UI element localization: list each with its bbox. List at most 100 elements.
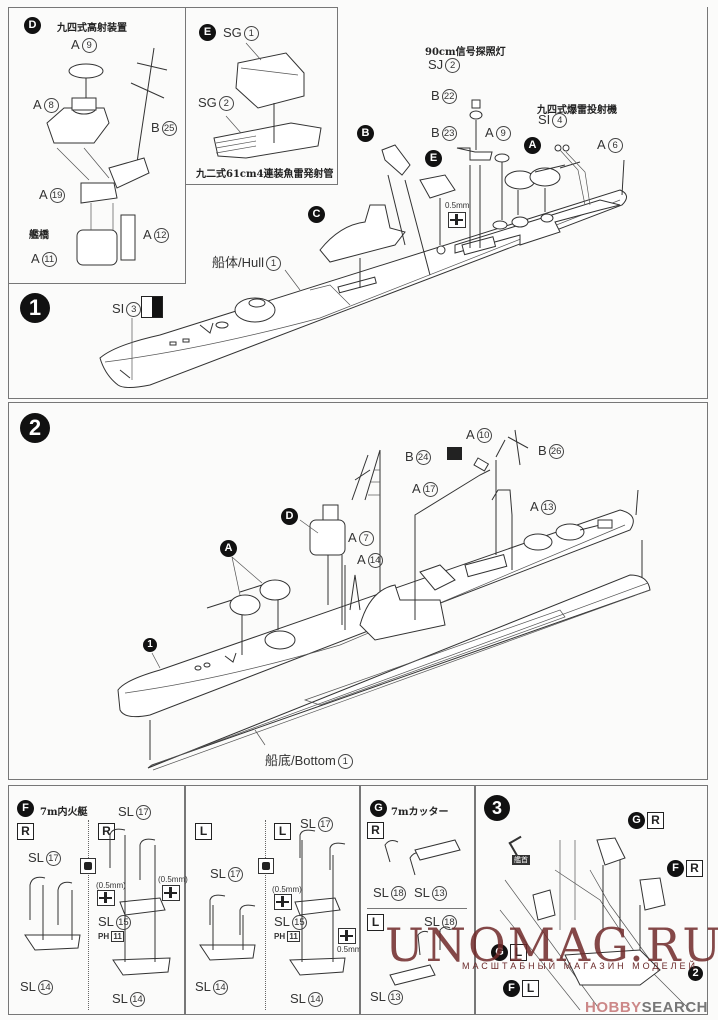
step-2-number: 2	[20, 413, 50, 443]
watermark-subtitle: МАСШТАБНЫЙ МАГАЗИН МОДЕЛЕЙ	[462, 961, 698, 971]
badge-e: E	[199, 24, 216, 41]
divider-g	[367, 908, 467, 909]
panel-f-title: 7m内火艇	[40, 807, 88, 818]
ph-ref-f4: PH 11	[274, 931, 300, 942]
no-glue-icon	[141, 296, 163, 318]
badge-f-step3-r: F	[667, 860, 684, 877]
step-2-panel	[8, 402, 708, 780]
drill-note-f2-right: (0.5mm)	[158, 875, 188, 884]
hobby-search-logo: HOBBYSEARCH	[585, 999, 709, 1016]
drill-icon-f2a	[97, 890, 115, 906]
badge-a-step1: A	[524, 137, 541, 154]
panel-d-title: 九四式高射装置	[57, 23, 127, 34]
searchlight-title: 90cm信号探照灯	[425, 47, 506, 58]
drill-icon-f4a	[274, 894, 292, 910]
panel-e-caption: 九二式61cm4連装魚雷発射管	[196, 169, 334, 180]
badge-d: D	[24, 17, 41, 34]
badge-c-step1: C	[308, 206, 325, 223]
drill-icon-f4b	[338, 928, 356, 944]
bow-tag: 艦首	[512, 855, 530, 865]
side-l-3: L	[195, 823, 212, 840]
flip-icon-f1	[80, 858, 96, 874]
ph-ref-f2: PH 11	[98, 931, 124, 942]
badge-f: F	[17, 800, 34, 817]
drill-note-step1: 0.5mm	[445, 201, 470, 210]
step-ref-1: 1	[143, 638, 157, 652]
side-g-step3-l: L	[510, 944, 527, 961]
flip-icon-f2	[258, 858, 274, 874]
badge-f-step3-l: F	[503, 980, 520, 997]
badge-a-step2: A	[220, 540, 237, 557]
divider-f2	[265, 820, 266, 1010]
side-g-step3-r: R	[647, 812, 664, 829]
badge-g-step3-r: G	[628, 812, 645, 829]
divider-f1	[88, 820, 89, 1010]
badge-d-step2: D	[281, 508, 298, 525]
badge-b-step1: B	[357, 125, 374, 142]
watermark-unomag: UNOMAG.RU	[385, 918, 718, 972]
side-r-g: R	[367, 822, 384, 839]
side-f-step3-r: R	[686, 860, 703, 877]
step-1-panel	[8, 7, 708, 399]
badge-e-step1: E	[425, 150, 442, 167]
side-r-1: R	[17, 823, 34, 840]
drill-note-f4-right: 0.5mm	[337, 945, 362, 954]
side-l-4: L	[274, 823, 291, 840]
drill-icon-f2b	[162, 885, 180, 901]
side-f-step3-l: L	[522, 980, 539, 997]
step-ref-2: 2	[688, 966, 703, 981]
depth-charge-title: 九四式爆雷投射機	[537, 105, 617, 116]
badge-g-step3-l: G	[491, 944, 508, 961]
side-l-g: L	[367, 914, 384, 931]
drill-note-f2-left: (0.5mm)	[96, 881, 126, 890]
drill-note-f4-left: (0.5mm)	[272, 885, 302, 894]
side-r-2: R	[98, 823, 115, 840]
step-3-number: 3	[484, 795, 510, 821]
photo-etch-icon	[447, 447, 462, 460]
bridge-label: 艦橋	[29, 230, 49, 241]
panel-d-drawing	[46, 47, 168, 266]
badge-g: G	[370, 800, 387, 817]
drill-icon-step1	[448, 212, 466, 228]
step-1-number: 1	[20, 293, 50, 323]
panel-g-title: 7mカッター	[391, 807, 449, 818]
